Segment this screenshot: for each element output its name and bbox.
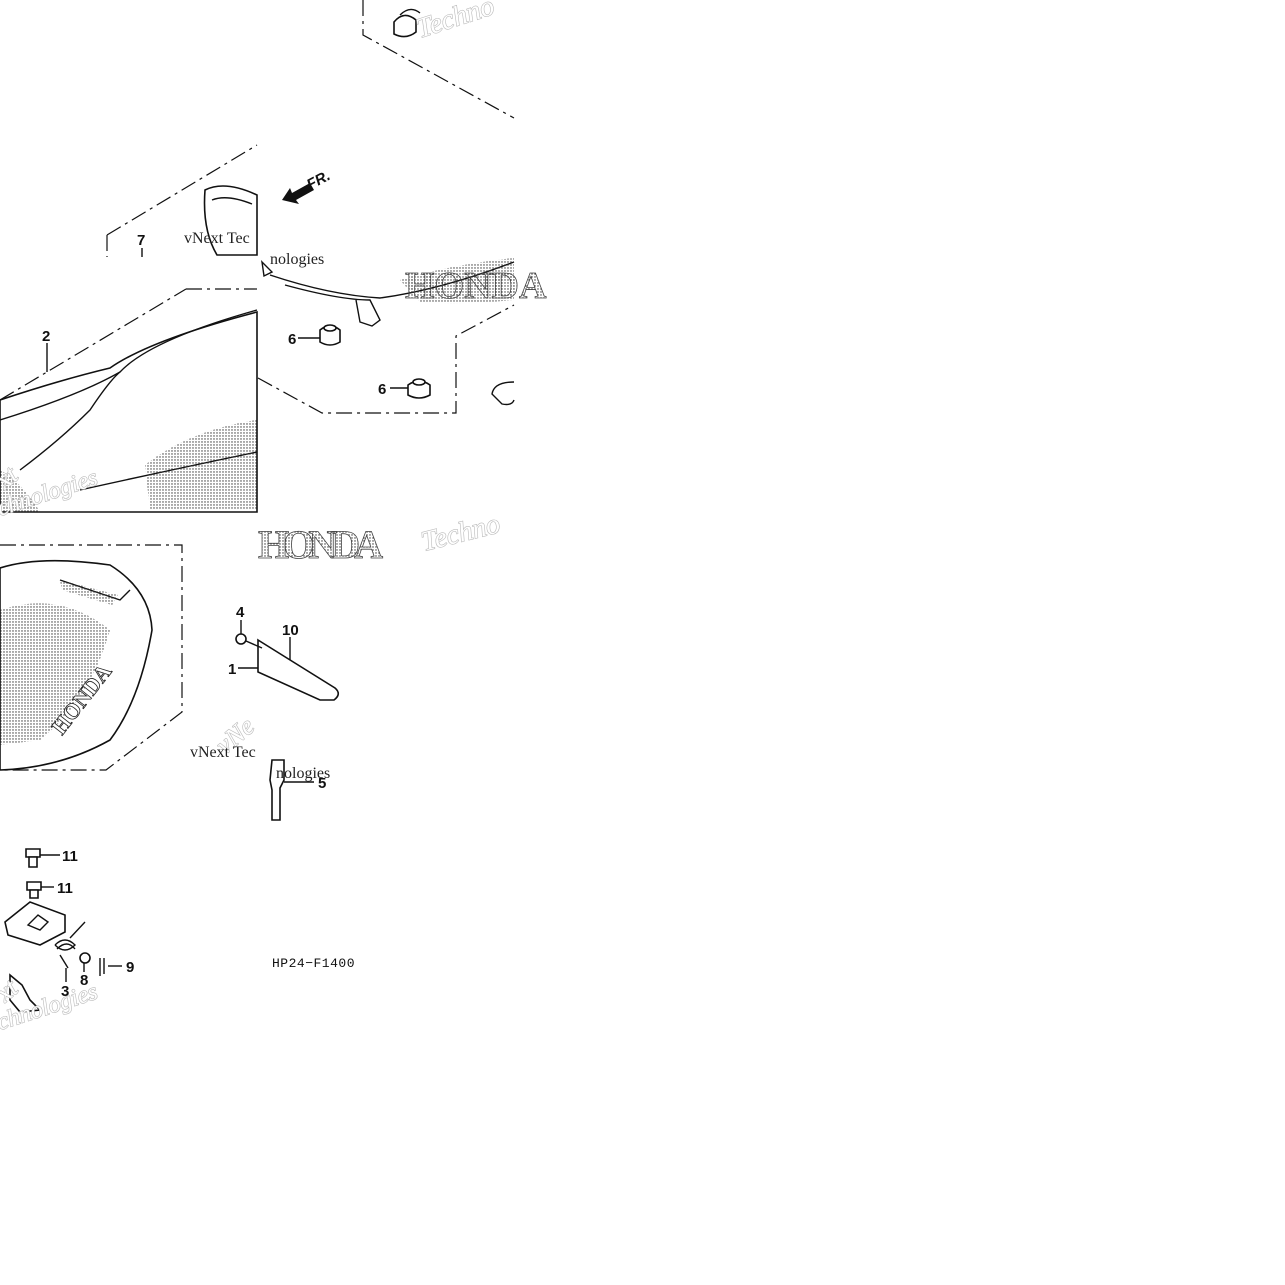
callout-1: 1 [228,661,236,678]
callout-6-lower: 6 [378,381,386,398]
flange-bolt-1 [25,848,41,868]
torsion-spring [54,921,86,969]
watermark-1: Techno [413,0,499,45]
callout-9: 9 [126,959,134,976]
latch-plate [4,901,66,946]
watermark-9: nologies [276,765,330,782]
honda-mark-1: HONDA [258,522,383,567]
lock-stay [235,633,340,701]
brand-marks: HONDA HONDA HONDA [46,265,548,740]
front-direction-arrow: FR. [282,167,333,204]
rubber-stopper-1 [319,324,341,346]
cotter-pin [99,958,105,976]
group-outlines [0,0,515,771]
callout-8: 8 [80,972,88,989]
callout-3: 3 [61,983,69,1000]
callout-5: 5 [318,775,326,792]
leader-lines [40,248,408,982]
seat-base [0,559,153,771]
figure-code: HP24−F1400 [272,956,355,971]
watermark-3: nologies [270,251,324,268]
watermark-4: Techno [418,508,503,557]
watermark-8: vNext Tec [190,744,256,761]
hook-part [491,381,515,406]
honda-mark-2: HONDA [405,265,547,307]
callout-numbers: 7 2 6 6 4 10 1 5 11 11 3 8 9 [42,232,386,1000]
watermark-2: vNext Tec [184,230,250,247]
seat-cover [203,185,258,256]
watermarks: Techno vNext Tec nologies Techno xt chno… [0,0,504,1036]
callout-11-lower: 11 [57,880,73,897]
rear-seat-shell [261,258,515,327]
upper-bolt-part [393,8,421,38]
washer [79,952,91,964]
seat-assembly [0,309,258,513]
callout-7: 7 [137,232,145,249]
latch-cam [9,973,42,1013]
rubber-stopper-2 [407,378,431,399]
callout-4: 4 [236,604,245,621]
callout-10: 10 [282,622,299,639]
latch-pin [269,759,285,821]
callout-2: 2 [42,328,50,345]
callout-6-upper: 6 [288,331,296,348]
flange-bolt-2 [26,881,42,899]
callout-11-upper: 11 [62,848,78,865]
